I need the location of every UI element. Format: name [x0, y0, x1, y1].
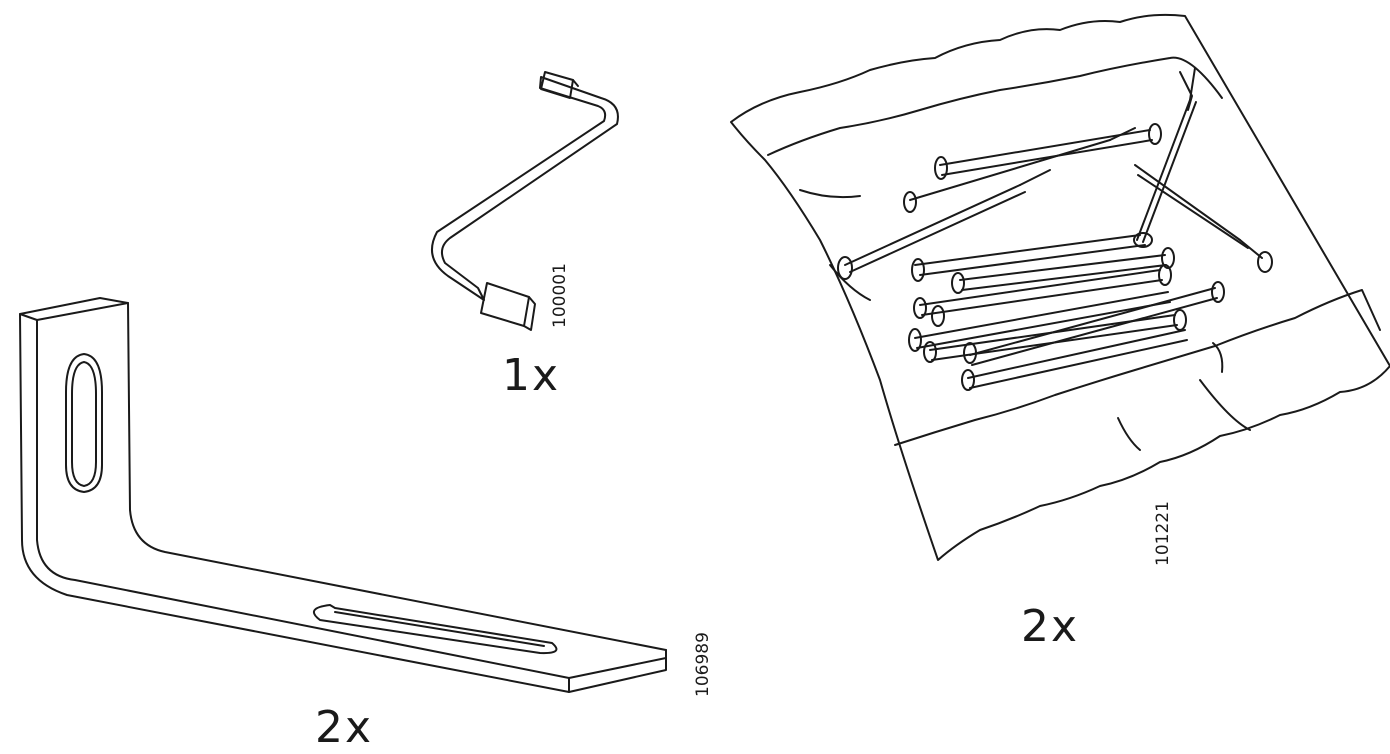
- allen-key-drawing: [430, 71, 619, 331]
- angle-bracket-quantity: 2x: [315, 702, 374, 753]
- nail-bag-drawing: [730, 13, 1390, 561]
- allen-key-article-number: 100001: [550, 263, 570, 328]
- nail-bag-article-number: 101221: [1153, 501, 1173, 566]
- nail-bag-quantity: 2x: [1021, 601, 1080, 652]
- angle-bracket-article-number: 106989: [693, 632, 713, 697]
- allen-key-quantity: 1x: [502, 350, 561, 401]
- angle-bracket-drawing: [19, 297, 667, 693]
